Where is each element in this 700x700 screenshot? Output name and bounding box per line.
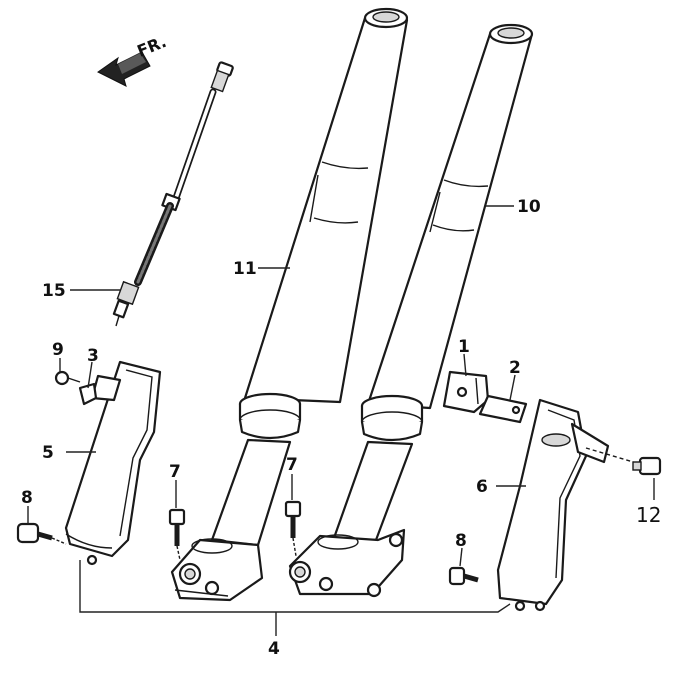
guide-plate	[478, 394, 528, 424]
callout-7-right: 7	[286, 455, 298, 475]
callout-15: 15	[42, 281, 66, 301]
front-direction-arrow-icon	[97, 51, 151, 87]
right-fork-guard	[496, 398, 610, 612]
bolt-8-right	[448, 566, 479, 586]
cable-bracket	[442, 370, 490, 414]
callout-8-left: 8	[21, 488, 33, 508]
right-fork-assembly	[288, 23, 534, 598]
screw-9	[54, 370, 81, 386]
clip-3	[78, 382, 98, 406]
direction-label: FR.	[134, 32, 169, 61]
bolt-7-right	[284, 500, 302, 557]
leader-lines	[27, 205, 655, 636]
left-fork-guard	[64, 360, 162, 566]
callout-7-left: 7	[169, 462, 181, 482]
callout-8-right: 8	[455, 531, 467, 551]
left-fork-assembly	[170, 7, 409, 602]
callout-11: 11	[233, 259, 257, 279]
bolt-12	[585, 447, 662, 476]
callout-3: 3	[87, 346, 99, 366]
callout-4: 4	[268, 639, 280, 659]
bolt-8-left	[16, 522, 67, 545]
callout-1: 1	[458, 337, 470, 357]
callout-5: 5	[42, 443, 54, 463]
callout-9: 9	[52, 340, 64, 360]
speedometer-cable	[112, 61, 234, 327]
callout-2: 2	[509, 358, 521, 378]
callout-12: 12	[636, 503, 661, 527]
bolt-7-left	[168, 508, 186, 561]
callout-10: 10	[517, 197, 541, 217]
callout-6: 6	[476, 477, 488, 497]
